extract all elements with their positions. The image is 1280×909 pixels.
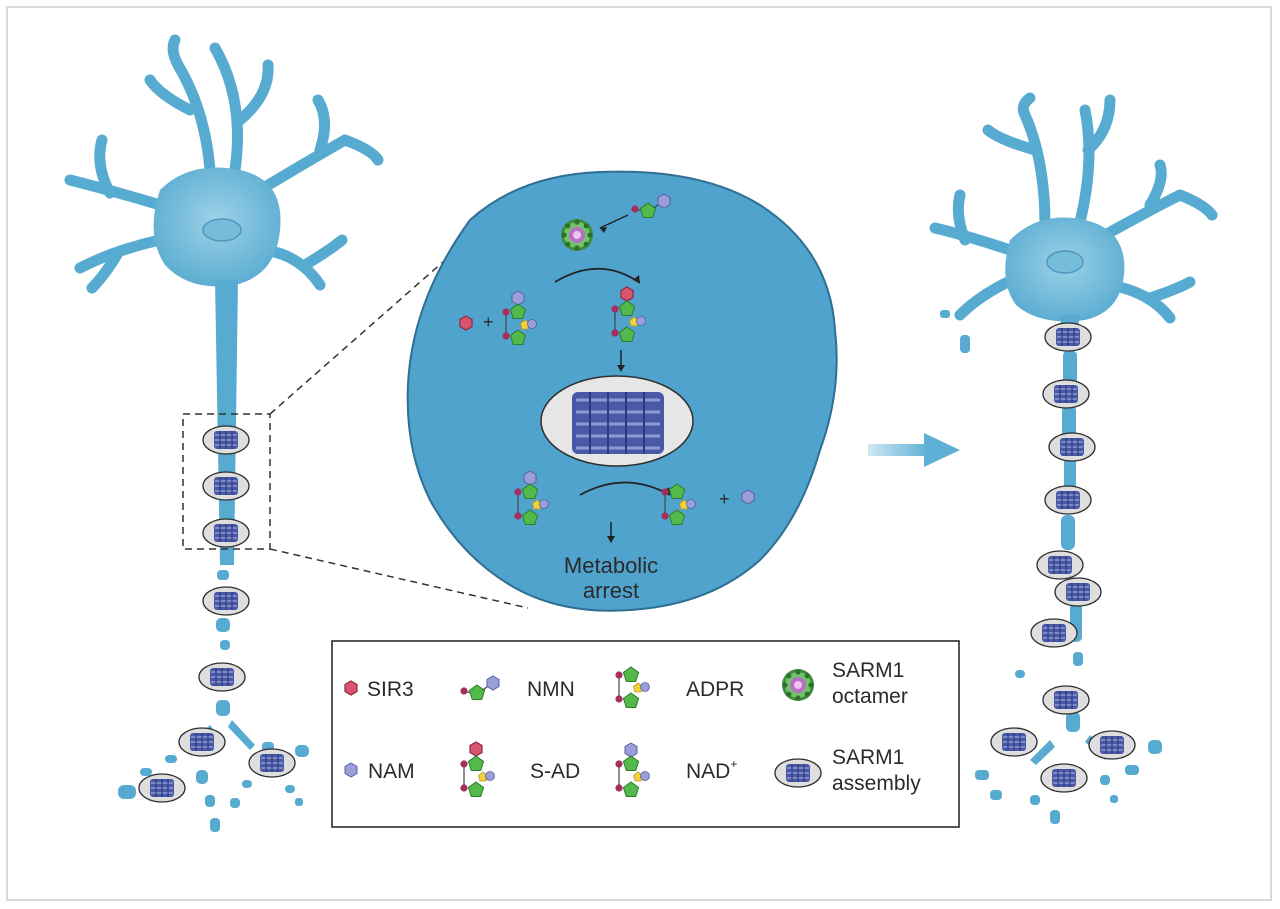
- legend-item-sarm1-octamer: SARM1 octamer: [782, 659, 908, 708]
- legend-item-s-ad: S-AD: [460, 742, 580, 797]
- svg-text:assembly: assembly: [832, 772, 921, 795]
- metabolic-arrest-label-line2: arrest: [583, 578, 639, 603]
- legend-item-nad: NAD+: [615, 743, 737, 797]
- svg-text:ADPR: ADPR: [686, 678, 744, 701]
- svg-text:NAD+: NAD+: [686, 757, 737, 783]
- svg-text:SIR3: SIR3: [367, 678, 414, 701]
- metabolic-arrest-label: Metabolic: [564, 553, 658, 578]
- svg-text:+: +: [719, 489, 730, 509]
- svg-text:octamer: octamer: [832, 685, 908, 708]
- legend-item-sarm1-assembly: SARM1 assembly: [774, 746, 921, 795]
- right-arrow-icon: [868, 433, 960, 467]
- svg-text:SARM1: SARM1: [832, 659, 904, 682]
- svg-text:+: +: [483, 312, 494, 332]
- figure-frame: [6, 6, 1272, 901]
- legend-item-adpr: ADPR: [615, 667, 744, 708]
- zoom-box-icon: [182, 253, 529, 609]
- legend-item-nmn: NMN: [460, 676, 575, 701]
- svg-text:S-AD: S-AD: [530, 760, 580, 783]
- svg-text:NAM: NAM: [368, 760, 415, 783]
- neuron-left: [64, 34, 384, 832]
- sarm1-assembly-central: [540, 375, 694, 467]
- legend: SIR3 NMN ADPR SARM1 octamer NAM S-AD NAD…: [331, 640, 960, 828]
- sarm1-assembly-icon-right: [990, 322, 1136, 793]
- svg-text:NMN: NMN: [527, 678, 575, 701]
- legend-item-sir3: SIR3: [344, 678, 414, 701]
- legend-item-nam: NAM: [344, 760, 415, 783]
- svg-text:SARM1: SARM1: [832, 746, 904, 769]
- zoom-detail: + + Metabolic arres: [406, 170, 838, 612]
- neuron-right: [929, 92, 1218, 824]
